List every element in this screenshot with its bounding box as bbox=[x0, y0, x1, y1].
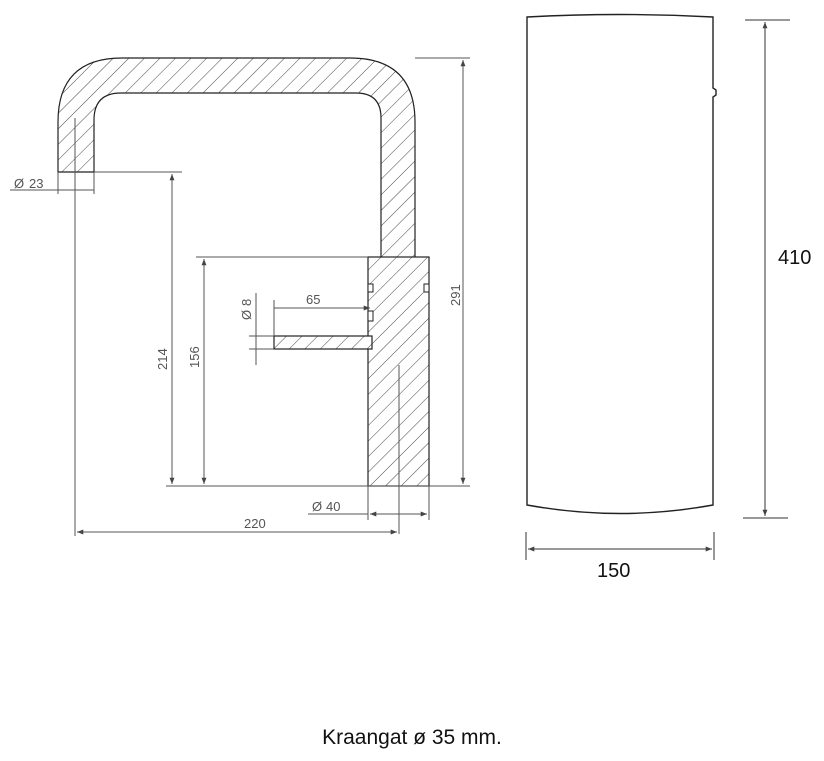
faucet-spout-body bbox=[57, 57, 416, 259]
boiler-body bbox=[526, 13, 717, 515]
lever-length-label: 65 bbox=[306, 292, 320, 307]
boiler-section bbox=[526, 13, 717, 515]
spout-diameter-value: 23 bbox=[29, 176, 43, 191]
faucet-dimensions bbox=[10, 57, 470, 535]
lever-height-label: 156 bbox=[187, 346, 202, 368]
tap-hole-caption: Kraangat ø 35 mm. bbox=[322, 726, 502, 749]
spout-reach-label: 220 bbox=[244, 516, 266, 531]
boiler-height-label: 410 bbox=[778, 247, 811, 269]
boiler-dimensions bbox=[525, 19, 790, 560]
faucet-lever bbox=[273, 335, 373, 350]
lever-diameter-label: Ø bbox=[239, 310, 254, 320]
total-height-label: 291 bbox=[448, 284, 463, 306]
faucet-dimension-labels: Ø 23 65 Ø 8 214 156 291 Ø 40 220 bbox=[14, 176, 463, 531]
base-diameter-value: 40 bbox=[326, 499, 340, 514]
lever-diameter-value: 8 bbox=[239, 299, 254, 306]
spout-diameter-label: Ø bbox=[14, 176, 24, 191]
boiler-dimension-labels: 410 150 bbox=[597, 247, 811, 582]
base-diameter-label: Ø bbox=[312, 499, 322, 514]
boiler-width-label: 150 bbox=[597, 560, 630, 582]
faucet-body-notches bbox=[367, 283, 430, 322]
faucet-section bbox=[57, 57, 430, 536]
spout-outlet-height-label: 214 bbox=[155, 348, 170, 370]
